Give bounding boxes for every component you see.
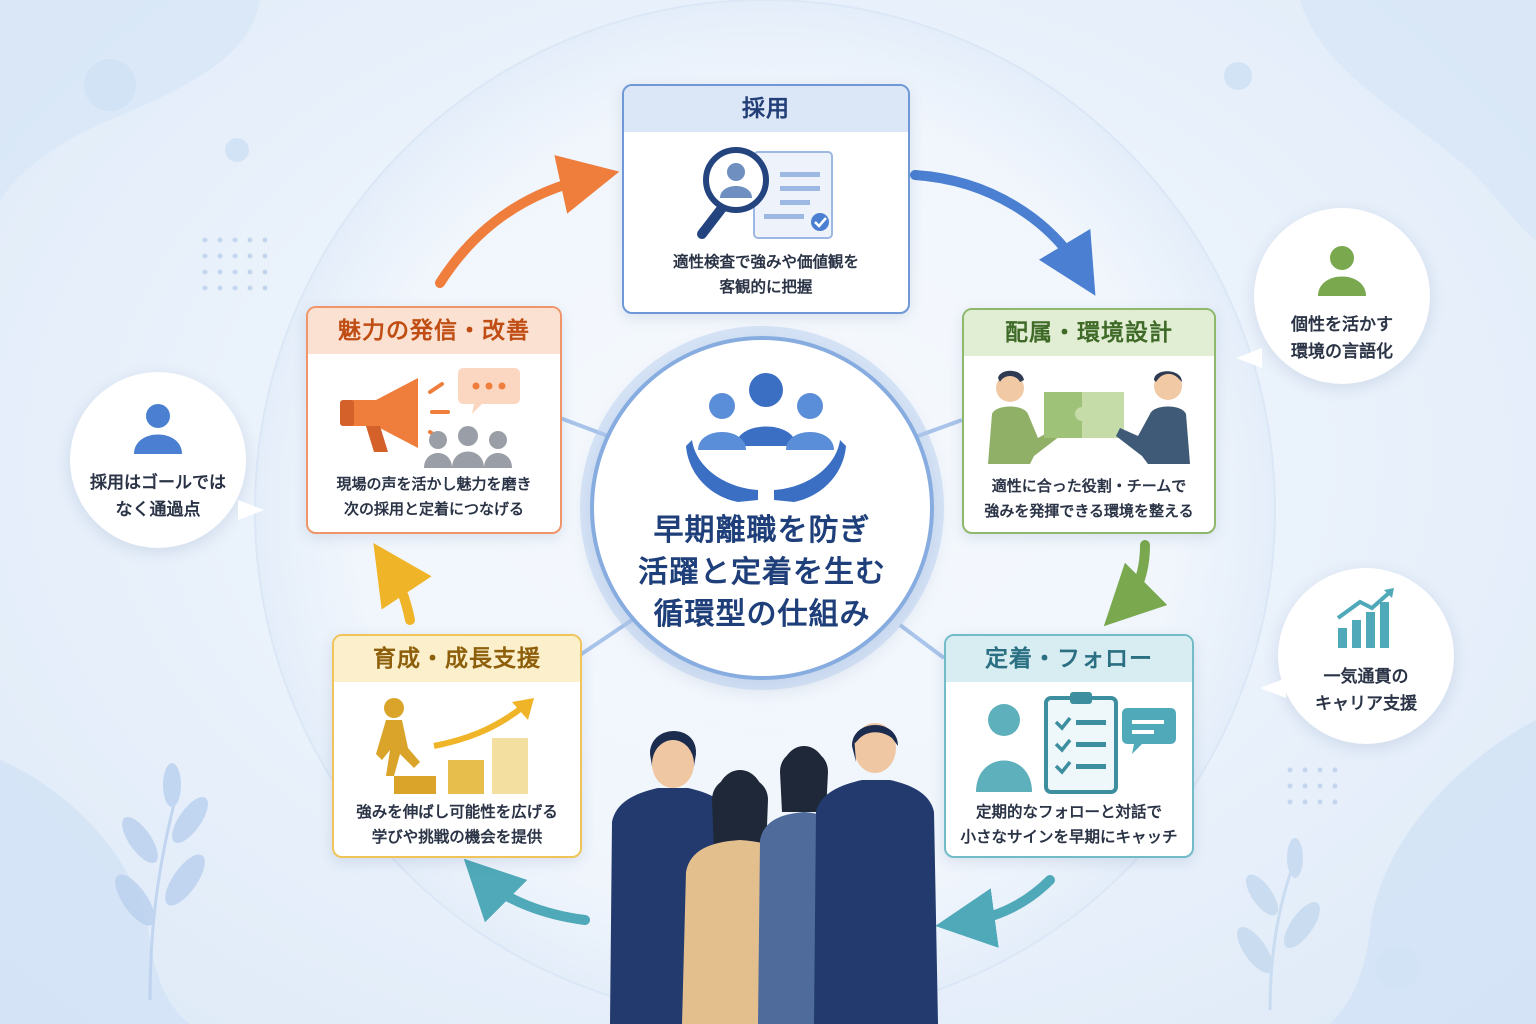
center-title-line-3: 循環型の仕組み	[653, 597, 871, 632]
bg-blob	[1300, 0, 1536, 240]
bg-blob	[0, 760, 190, 1024]
bg-dot	[225, 138, 249, 162]
bubble-right-bottom-line-2: キャリア支援	[1315, 694, 1417, 714]
arrow-growth-to-appeal	[373, 543, 432, 625]
bubble-left-line-1: 採用はゴールでは	[90, 473, 226, 493]
bubble-right-bottom-line-1: 一気通貫の	[1323, 667, 1409, 687]
stage-title-placement: 配属・環境設計	[964, 310, 1214, 356]
stage-text-placement-2: 強みを発揮できる環境を整える	[984, 502, 1194, 520]
bg-dot	[1224, 62, 1252, 90]
stage-card-recruit: 採用 適性検査で強みや価値観を 客観的に把握	[622, 84, 910, 314]
leaf-decoration-left	[115, 763, 208, 1001]
bubble-right-top: 個性を活かす 環境の言語化	[1236, 208, 1430, 384]
arrow-recruit-to-placement	[910, 170, 1096, 296]
stage-text-growth-1: 強みを伸ばし可能性を広げる	[356, 803, 558, 821]
stage-text-placement-1: 適性に合った役割・チームで	[991, 477, 1187, 495]
stage-text-recruit-1: 適性検査で強みや価値観を	[672, 253, 859, 271]
bg-dot	[84, 59, 136, 111]
stage-text-retention-1: 定期的なフォローと対話で	[975, 803, 1162, 821]
stage-card-retention: 定着・フォロー 定期的なフォローと対話で 小さなサインを早期にキャッチ	[944, 634, 1194, 858]
puzzle-handshake-icon	[988, 370, 1190, 464]
stage-text-growth-2: 学びや挑戦の機会を提供	[371, 828, 543, 846]
growth-chart-icon	[1336, 588, 1394, 648]
stage-text-appeal-2: 次の採用と定着につなげる	[343, 500, 524, 518]
checklist-chat-icon	[976, 692, 1176, 794]
magnifier-profile-icon	[697, 147, 833, 239]
arrow-retention-to-center	[935, 875, 1055, 948]
stage-title-growth: 育成・成長支援	[334, 636, 580, 682]
person-icon	[1318, 246, 1366, 296]
stage-text-recruit-2: 客観的に把握	[719, 278, 813, 296]
bubble-right-top-line-1: 個性を活かす	[1291, 315, 1393, 335]
arrow-placement-to-retention	[1103, 540, 1168, 627]
bubble-left: 採用はゴールでは なく通過点	[70, 372, 264, 548]
arrow-center-to-growth	[463, 858, 590, 925]
stage-text-retention-2: 小さなサインを早期にキャッチ	[960, 828, 1178, 846]
stairs-growth-icon	[376, 698, 534, 794]
stage-title-appeal: 魅力の発信・改善	[308, 308, 560, 354]
stage-card-placement: 配属・環境設計 適性に合った役割・チームで 強みを発揮できる環境を整える	[962, 308, 1216, 534]
bg-dot	[1376, 946, 1420, 990]
center-circle: 早期離職を防ぎ 活躍と定着を生む 循環型の仕組み	[590, 336, 934, 680]
leaf-decoration-right	[1237, 838, 1320, 1011]
employee-group-illustration	[610, 723, 938, 1024]
bubble-left-line-2: なく通過点	[115, 500, 201, 520]
person-icon	[134, 404, 182, 454]
stage-title-retention: 定着・フォロー	[946, 636, 1192, 682]
megaphone-icon	[340, 368, 520, 468]
bubble-right-top-line-2: 環境の言語化	[1291, 342, 1393, 362]
stage-card-growth: 育成・成長支援 強みを伸ばし可能性を広げる 学びや挑戦の機会を提供	[332, 634, 582, 858]
bubble-right-bottom: 一気通貫の キャリア支援	[1260, 568, 1454, 744]
arrow-appeal-to-recruit	[435, 155, 620, 288]
stage-title-recruit: 採用	[624, 86, 908, 132]
bg-blob	[1330, 720, 1536, 1024]
center-title-line-1: 早期離職を防ぎ	[653, 513, 871, 548]
center-title-line-2: 活躍と定着を生む	[638, 555, 886, 590]
stage-card-appeal: 魅力の発信・改善 現場の声を活かし魅力を磨き 次の採用と定着につなげる	[306, 306, 562, 534]
team-in-hands-icon	[686, 373, 846, 502]
stage-text-appeal-1: 現場の声を活かし魅力を磨き	[336, 475, 532, 493]
